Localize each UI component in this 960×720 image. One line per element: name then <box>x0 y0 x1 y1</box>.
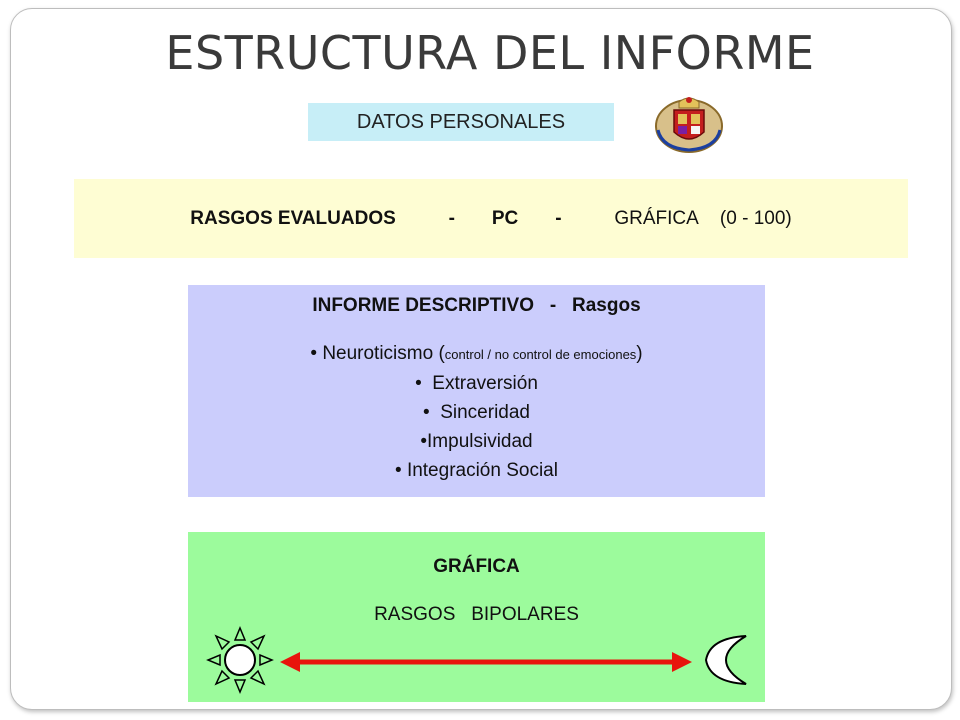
trait-sinceridad: Sinceridad <box>440 402 530 423</box>
datos-personales-label: DATOS PERSONALES <box>356 110 566 133</box>
bullet: • <box>310 343 323 364</box>
grafica-box: GRÁFICA RASGOS BIPOLARES <box>188 532 765 702</box>
informe-title: INFORME DESCRIPTIVO - Rasgos <box>312 295 641 316</box>
rasgos-evaluados-label: RASGOS EVALUADOS <box>190 207 396 229</box>
list-item: • Extraversión <box>188 369 765 398</box>
trait-impulsividad: Impulsividad <box>427 431 533 452</box>
separator-1: - <box>448 207 455 229</box>
informe-descriptivo-box: INFORME DESCRIPTIVO - Rasgos • Neurotici… <box>188 285 765 497</box>
crest-emblem-icon <box>655 97 723 153</box>
bullet: • <box>423 402 441 423</box>
double-arrow-icon <box>280 652 692 672</box>
slide-title: ESTRUCTURA DEL INFORME <box>165 26 815 80</box>
trait-neuroticismo: Neuroticismo ( <box>322 343 445 364</box>
grafica-label: GRÁFICA <box>614 207 699 229</box>
list-item: • Integración Social <box>188 456 765 485</box>
moon-icon <box>704 635 747 685</box>
separator-2: - <box>555 207 562 229</box>
bipolar-graphic <box>206 626 747 694</box>
list-item: •Impulsividad <box>188 427 765 456</box>
range-label: (0 - 100) <box>719 207 792 229</box>
bullet: • <box>395 460 407 481</box>
paren-close: ) <box>636 343 643 364</box>
bullet: • <box>415 373 433 394</box>
grafica-title: GRÁFICA <box>433 556 520 577</box>
datos-personales-box: DATOS PERSONALES <box>308 103 614 141</box>
trait-neuroticismo-note: control / no control de emociones <box>444 347 637 362</box>
bullet: • <box>420 431 428 452</box>
trait-integracion-social: Integración Social <box>406 460 558 481</box>
grafica-subtitle: RASGOS BIPOLARES <box>374 604 579 625</box>
sun-icon <box>206 626 274 694</box>
list-item: • Sinceridad <box>188 398 765 427</box>
rasgos-evaluados-band: RASGOS EVALUADOS - PC - GRÁFICA (0 - 100… <box>74 179 908 258</box>
traits-list: • Neuroticismo (control / no control de … <box>188 339 765 485</box>
pc-label: PC <box>491 207 519 229</box>
trait-extraversion: Extraversión <box>432 373 538 394</box>
list-item: • Neuroticismo (control / no control de … <box>188 339 765 369</box>
